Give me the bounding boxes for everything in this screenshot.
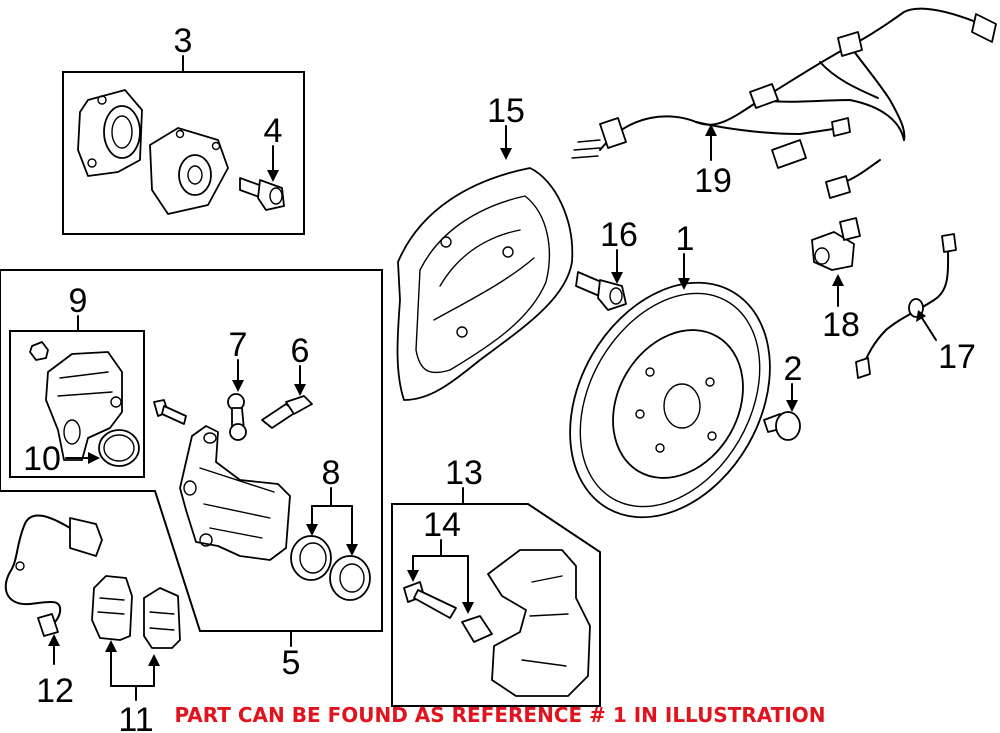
- group-box-5: [0, 269, 383, 632]
- speed-sensor-part: [811, 217, 861, 271]
- callout-18: 18: [822, 306, 860, 344]
- guide-pin-part: [227, 393, 247, 441]
- callout-12: 12: [36, 672, 74, 710]
- reference-note: PART CAN BE FOUND AS REFERENCE # 1 IN IL…: [174, 703, 826, 727]
- piston-seal-part: [290, 535, 371, 601]
- caliper-body-part: [179, 425, 291, 561]
- callout-2: 2: [784, 350, 803, 388]
- caliper-carrier-part: [487, 549, 591, 697]
- wiring-harness-part: [571, 7, 997, 199]
- callout-9: 9: [69, 282, 88, 320]
- callout-4: 4: [264, 112, 283, 150]
- hub-bearing-part: [77, 89, 229, 215]
- callout-15: 15: [487, 92, 525, 130]
- guide-pins-part: [403, 581, 493, 643]
- callout-19: 19: [694, 162, 732, 200]
- callout-17: 17: [938, 338, 976, 376]
- callout-13: 13: [445, 454, 483, 492]
- brake-pads-part: [91, 575, 181, 649]
- sensor-cable-part: [855, 233, 957, 379]
- shield-bolt-part: [575, 271, 627, 311]
- seal-ring-part: [98, 429, 140, 467]
- wear-sensor-part: [4, 514, 103, 637]
- caliper-bolt-part: [153, 399, 187, 425]
- brake-rotor-part: [569, 281, 771, 519]
- group-box-13: [391, 503, 601, 707]
- callout-11: 11: [118, 701, 153, 733]
- callout-5: 5: [282, 644, 301, 682]
- hub-bolt-part: [239, 177, 285, 211]
- caliper-housing-part: [29, 341, 123, 461]
- callout-7: 7: [229, 326, 248, 364]
- callout-6: 6: [291, 332, 310, 370]
- rotor-screw-part: [763, 411, 801, 441]
- callout-8: 8: [322, 454, 341, 492]
- callout-14: 14: [423, 506, 461, 544]
- callout-numbers: 1 2 3 4 5 6 7 8 9 10 11 12 13 14 15 16 1…: [23, 22, 976, 733]
- callout-10: 10: [23, 440, 61, 478]
- bleeder-screw-part: [261, 395, 313, 429]
- callout-16: 16: [600, 216, 638, 254]
- leader-lines: [48, 55, 937, 701]
- callout-3: 3: [174, 22, 193, 60]
- dust-shield-part: [396, 167, 574, 401]
- callout-1: 1: [676, 220, 695, 258]
